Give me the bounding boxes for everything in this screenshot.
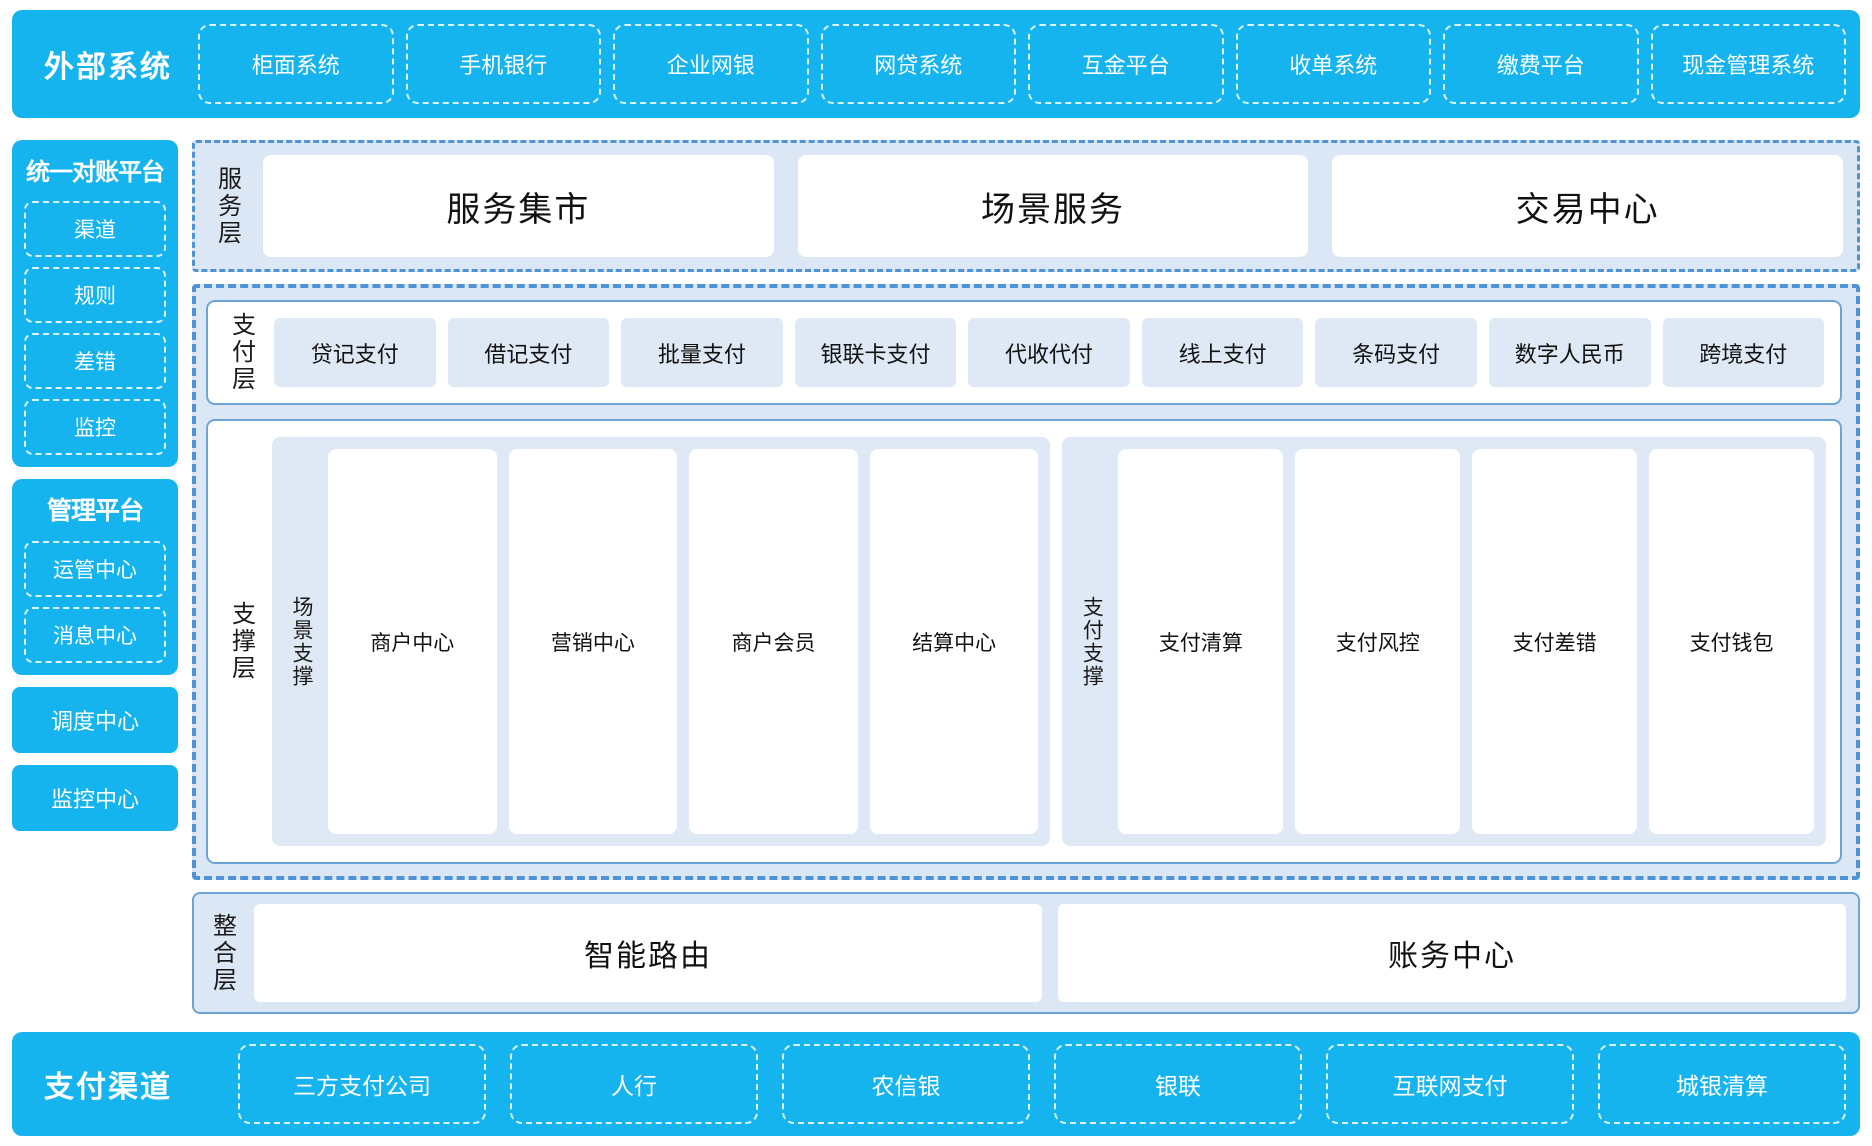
support-group-scene: 场景支撑 商户中心 营销中心 商户会员 结算中心	[272, 437, 1050, 846]
scheduling-center-card[interactable]: 调度中心	[12, 687, 178, 753]
external-system-chip[interactable]: 互金平台	[1028, 24, 1224, 104]
payment-tile-online[interactable]: 线上支付	[1142, 318, 1304, 387]
support-tile-merchant-member[interactable]: 商户会员	[689, 449, 858, 834]
payment-channel-chip[interactable]: 城银清算	[1598, 1044, 1846, 1124]
support-group-scene-tiles: 商户中心 营销中心 商户会员 结算中心	[328, 449, 1038, 834]
support-layer-label: 支撑层	[220, 431, 262, 852]
support-group-payment-label: 支付支撑	[1074, 449, 1108, 834]
payment-channels-bar: 支付渠道 三方支付公司 人行 农信银 银联 互联网支付 城银清算	[12, 1032, 1860, 1136]
integration-card-smart-routing[interactable]: 智能路由	[254, 904, 1042, 1002]
management-item-operations-center[interactable]: 运管中心	[24, 541, 166, 597]
payment-channel-chip[interactable]: 银联	[1054, 1044, 1302, 1124]
support-tile-payment-risk[interactable]: 支付风控	[1295, 449, 1460, 834]
integration-layer-card-list: 智能路由 账务中心	[254, 904, 1846, 1002]
support-group-payment: 支付支撑 支付清算 支付风控 支付差错 支付钱包	[1062, 437, 1826, 846]
payment-layer-label: 支付层	[220, 312, 262, 393]
payment-layer-tile-list: 贷记支付 借记支付 批量支付 银联卡支付 代收代付 线上支付 条码支付 数字人民…	[270, 312, 1828, 393]
support-tile-marketing-center[interactable]: 营销中心	[509, 449, 678, 834]
external-systems-bar: 外部系统 柜面系统 手机银行 企业网银 网贷系统 互金平台 收单系统 缴费平台 …	[12, 10, 1860, 118]
payment-tile-collection-payment[interactable]: 代收代付	[968, 318, 1130, 387]
integration-card-accounting-center[interactable]: 账务中心	[1058, 904, 1846, 1002]
reconcile-item-monitor[interactable]: 监控	[24, 399, 166, 455]
support-layer: 支撑层 场景支撑 商户中心 营销中心 商户会员 结算中心	[206, 419, 1842, 864]
payment-channel-chip[interactable]: 人行	[510, 1044, 758, 1124]
main-column: 服务层 服务集市 场景服务 交易中心 支付层 贷记支付 借记支付 批量支付 银联…	[192, 140, 1860, 1014]
external-system-chip[interactable]: 现金管理系统	[1651, 24, 1847, 104]
reconcile-platform-card: 统一对账平台 渠道 规则 差错 监控	[12, 140, 178, 467]
payment-tile-cross-border[interactable]: 跨境支付	[1663, 318, 1825, 387]
payment-channel-chip[interactable]: 农信银	[782, 1044, 1030, 1124]
external-system-chip[interactable]: 收单系统	[1236, 24, 1432, 104]
payment-channels-chip-list: 三方支付公司 人行 农信银 银联 互联网支付 城银清算	[198, 1044, 1846, 1124]
service-card-transaction[interactable]: 交易中心	[1332, 155, 1843, 257]
service-card-market[interactable]: 服务集市	[263, 155, 774, 257]
service-layer-label: 服务层	[205, 155, 249, 257]
support-group-scene-label: 场景支撑	[284, 449, 318, 834]
external-systems-title: 外部系统	[26, 42, 198, 86]
payment-tile-batch[interactable]: 批量支付	[621, 318, 783, 387]
service-layer: 服务层 服务集市 场景服务 交易中心	[192, 140, 1860, 272]
left-rail: 统一对账平台 渠道 规则 差错 监控 管理平台 运管中心 消息中心 调度中心 监…	[12, 140, 178, 1014]
external-system-chip[interactable]: 柜面系统	[198, 24, 394, 104]
reconcile-platform-title: 统一对账平台	[24, 150, 166, 191]
service-layer-card-list: 服务集市 场景服务 交易中心	[263, 155, 1843, 257]
external-system-chip[interactable]: 手机银行	[406, 24, 602, 104]
external-system-chip[interactable]: 企业网银	[613, 24, 809, 104]
payment-channel-chip[interactable]: 互联网支付	[1326, 1044, 1574, 1124]
support-layer-group-list: 场景支撑 商户中心 营销中心 商户会员 结算中心 支付支撑 支付清算	[270, 431, 1828, 852]
support-tile-payment-error[interactable]: 支付差错	[1472, 449, 1637, 834]
management-item-message-center[interactable]: 消息中心	[24, 607, 166, 663]
reconcile-item-channel[interactable]: 渠道	[24, 201, 166, 257]
payment-tile-digital-rmb[interactable]: 数字人民币	[1489, 318, 1651, 387]
support-tile-payment-wallet[interactable]: 支付钱包	[1649, 449, 1814, 834]
payment-tile-debit[interactable]: 借记支付	[448, 318, 610, 387]
reconcile-item-rule[interactable]: 规则	[24, 267, 166, 323]
support-tile-merchant-center[interactable]: 商户中心	[328, 449, 497, 834]
integration-layer-label: 整合层	[202, 904, 242, 1002]
service-card-scene[interactable]: 场景服务	[798, 155, 1309, 257]
integration-layer: 整合层 智能路由 账务中心	[192, 892, 1860, 1014]
monitoring-center-card[interactable]: 监控中心	[12, 765, 178, 831]
management-platform-title: 管理平台	[24, 489, 166, 531]
payment-channel-chip[interactable]: 三方支付公司	[238, 1044, 486, 1124]
external-system-chip[interactable]: 网贷系统	[821, 24, 1017, 104]
reconcile-item-error[interactable]: 差错	[24, 333, 166, 389]
external-systems-chip-list: 柜面系统 手机银行 企业网银 网贷系统 互金平台 收单系统 缴费平台 现金管理系…	[198, 24, 1846, 104]
middle-region: 统一对账平台 渠道 规则 差错 监控 管理平台 运管中心 消息中心 调度中心 监…	[12, 140, 1860, 1014]
payment-tile-credit[interactable]: 贷记支付	[274, 318, 436, 387]
management-platform-card: 管理平台 运管中心 消息中心	[12, 479, 178, 675]
payment-support-wrapper: 支付层 贷记支付 借记支付 批量支付 银联卡支付 代收代付 线上支付 条码支付 …	[192, 284, 1860, 880]
payment-tile-unionpay-card[interactable]: 银联卡支付	[795, 318, 957, 387]
support-tile-settlement-center[interactable]: 结算中心	[870, 449, 1039, 834]
payment-layer: 支付层 贷记支付 借记支付 批量支付 银联卡支付 代收代付 线上支付 条码支付 …	[206, 300, 1842, 405]
support-group-payment-tiles: 支付清算 支付风控 支付差错 支付钱包	[1118, 449, 1814, 834]
external-system-chip[interactable]: 缴费平台	[1443, 24, 1639, 104]
support-tile-payment-clearing[interactable]: 支付清算	[1118, 449, 1283, 834]
payment-channels-title: 支付渠道	[26, 1062, 198, 1106]
payment-tile-barcode[interactable]: 条码支付	[1315, 318, 1477, 387]
